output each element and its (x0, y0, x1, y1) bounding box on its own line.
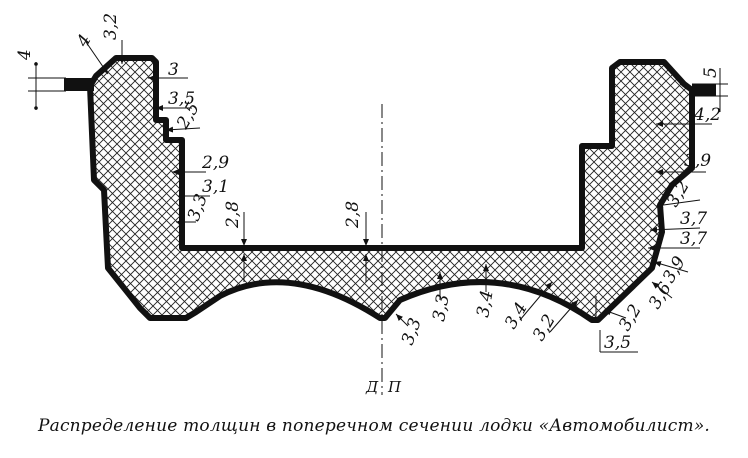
thickness-label-arc-1: 3,4 (473, 289, 497, 319)
thickness-label-keel-2: 3,3 (429, 293, 453, 323)
station-label-right: П (387, 378, 402, 396)
hull-cross-section-diagram: 4 4 3,2 3 3,5 2,5 2,9 3,1 3,3 2,8 2,8 3,… (15, 13, 728, 396)
thickness-label-bottom-left: 2,8 (223, 201, 243, 229)
figure-caption: Распределение толщин в поперечном сечени… (37, 416, 711, 436)
leader-lines (85, 40, 712, 353)
thickness-label-top-left: 3,2 (101, 13, 121, 40)
thickness-label-arc-2: 3,4 (501, 299, 532, 332)
thickness-label-right-wall-4: 3,9 (684, 151, 711, 171)
thickness-label-step-1: 3 (168, 60, 179, 80)
thickness-label-left-wall-2: 3,1 (202, 177, 229, 197)
thickness-label-flange-right: 5 (701, 67, 721, 78)
hull-section-fill (87, 55, 695, 323)
thickness-label-right-bilge-3: 3,9 (659, 253, 690, 287)
left-flange (64, 78, 94, 91)
station-label-left: Д (365, 378, 379, 396)
thickness-label-arc-3: 3,2 (529, 311, 560, 344)
thickness-label-right-upper: 4,2 (693, 105, 721, 125)
thickness-label-left-wall-1: 2,9 (201, 153, 229, 173)
thickness-label-right-wall-2: 3,7 (680, 209, 707, 229)
thickness-label-corner-left: 4 (73, 31, 96, 51)
thickness-label-bottom-center: 2,8 (343, 201, 363, 229)
thickness-label-right-keel: 3,5 (604, 333, 631, 353)
thickness-label-right-bilge-1: 3,2 (615, 301, 646, 334)
thickness-label-step-2: 3,5 (168, 89, 195, 109)
thickness-label-flange-left: 4 (15, 49, 35, 61)
right-flange (692, 84, 716, 96)
thickness-label-right-wall-1: 3,7 (680, 229, 707, 249)
